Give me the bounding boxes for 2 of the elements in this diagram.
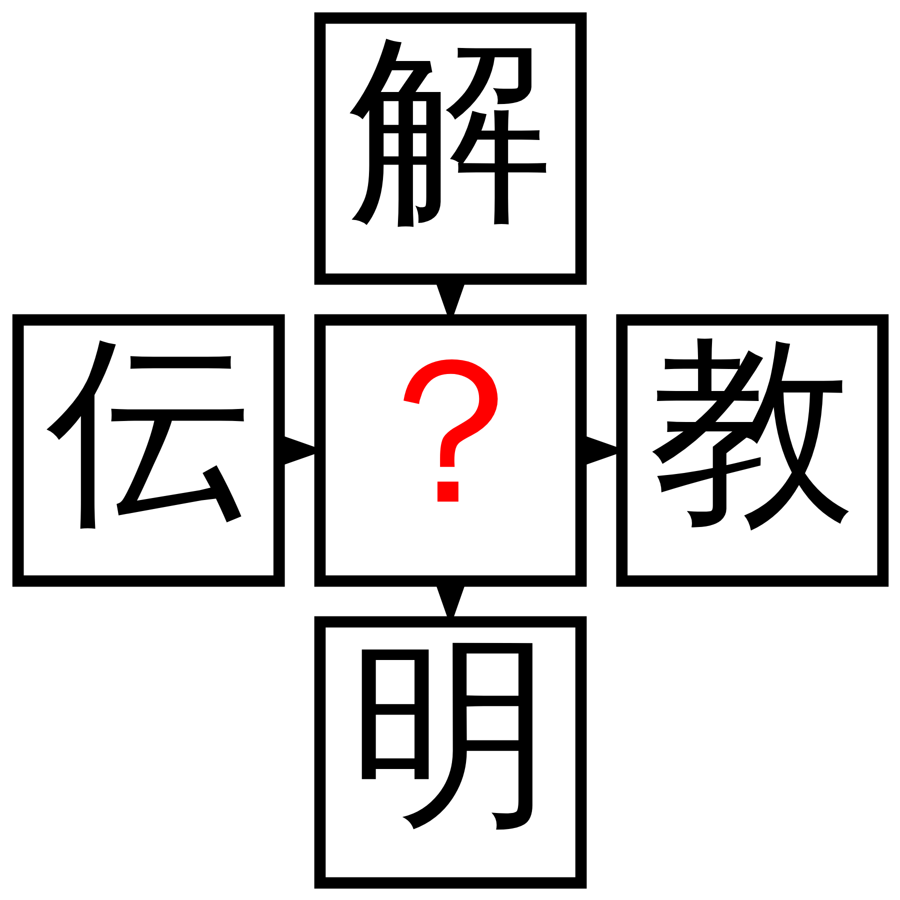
node-box: 教 [616, 314, 888, 586]
node-box: 明 [314, 616, 586, 888]
